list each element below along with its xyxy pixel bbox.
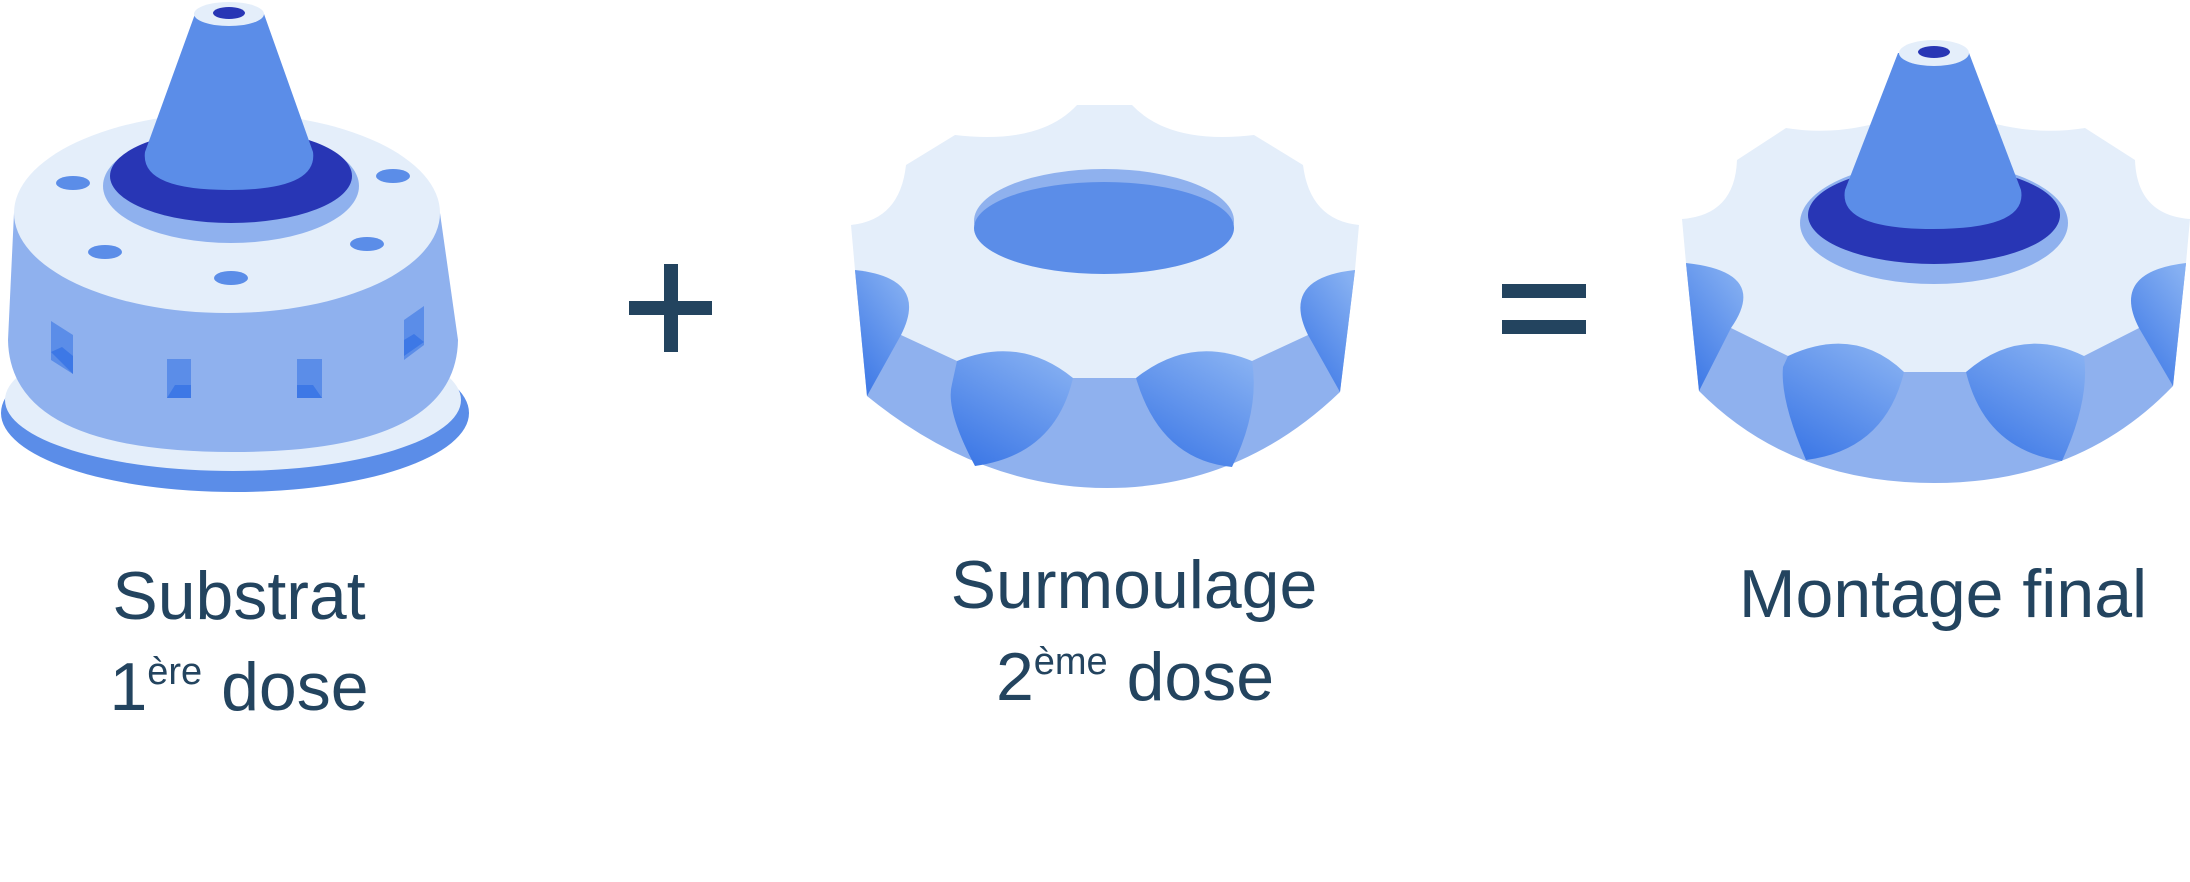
- bolt-holes: [56, 169, 410, 285]
- dose-number: 1: [109, 649, 147, 725]
- dose-number: 2: [996, 639, 1034, 715]
- overmold-part-illustration: [851, 105, 1359, 488]
- overmold-title: Surmoulage: [951, 547, 1318, 623]
- equals-sign: [1502, 284, 1586, 334]
- substrate-title: Substrat: [112, 558, 365, 634]
- dose-word: dose: [1108, 639, 1274, 715]
- substrate-dose-label: 1ère dose: [109, 649, 368, 725]
- dose-suffix: ère: [147, 651, 202, 693]
- window-cutouts: [51, 306, 424, 398]
- plus-sign: [629, 264, 712, 352]
- final-assembly-title: Montage final: [1739, 556, 2147, 632]
- dose-word: dose: [202, 649, 368, 725]
- overmold-dose-label: 2ème dose: [996, 639, 1274, 715]
- final-assembly-illustration: [1682, 40, 2190, 483]
- substrate-part-illustration: [1, 2, 469, 492]
- dose-suffix: ème: [1034, 641, 1108, 683]
